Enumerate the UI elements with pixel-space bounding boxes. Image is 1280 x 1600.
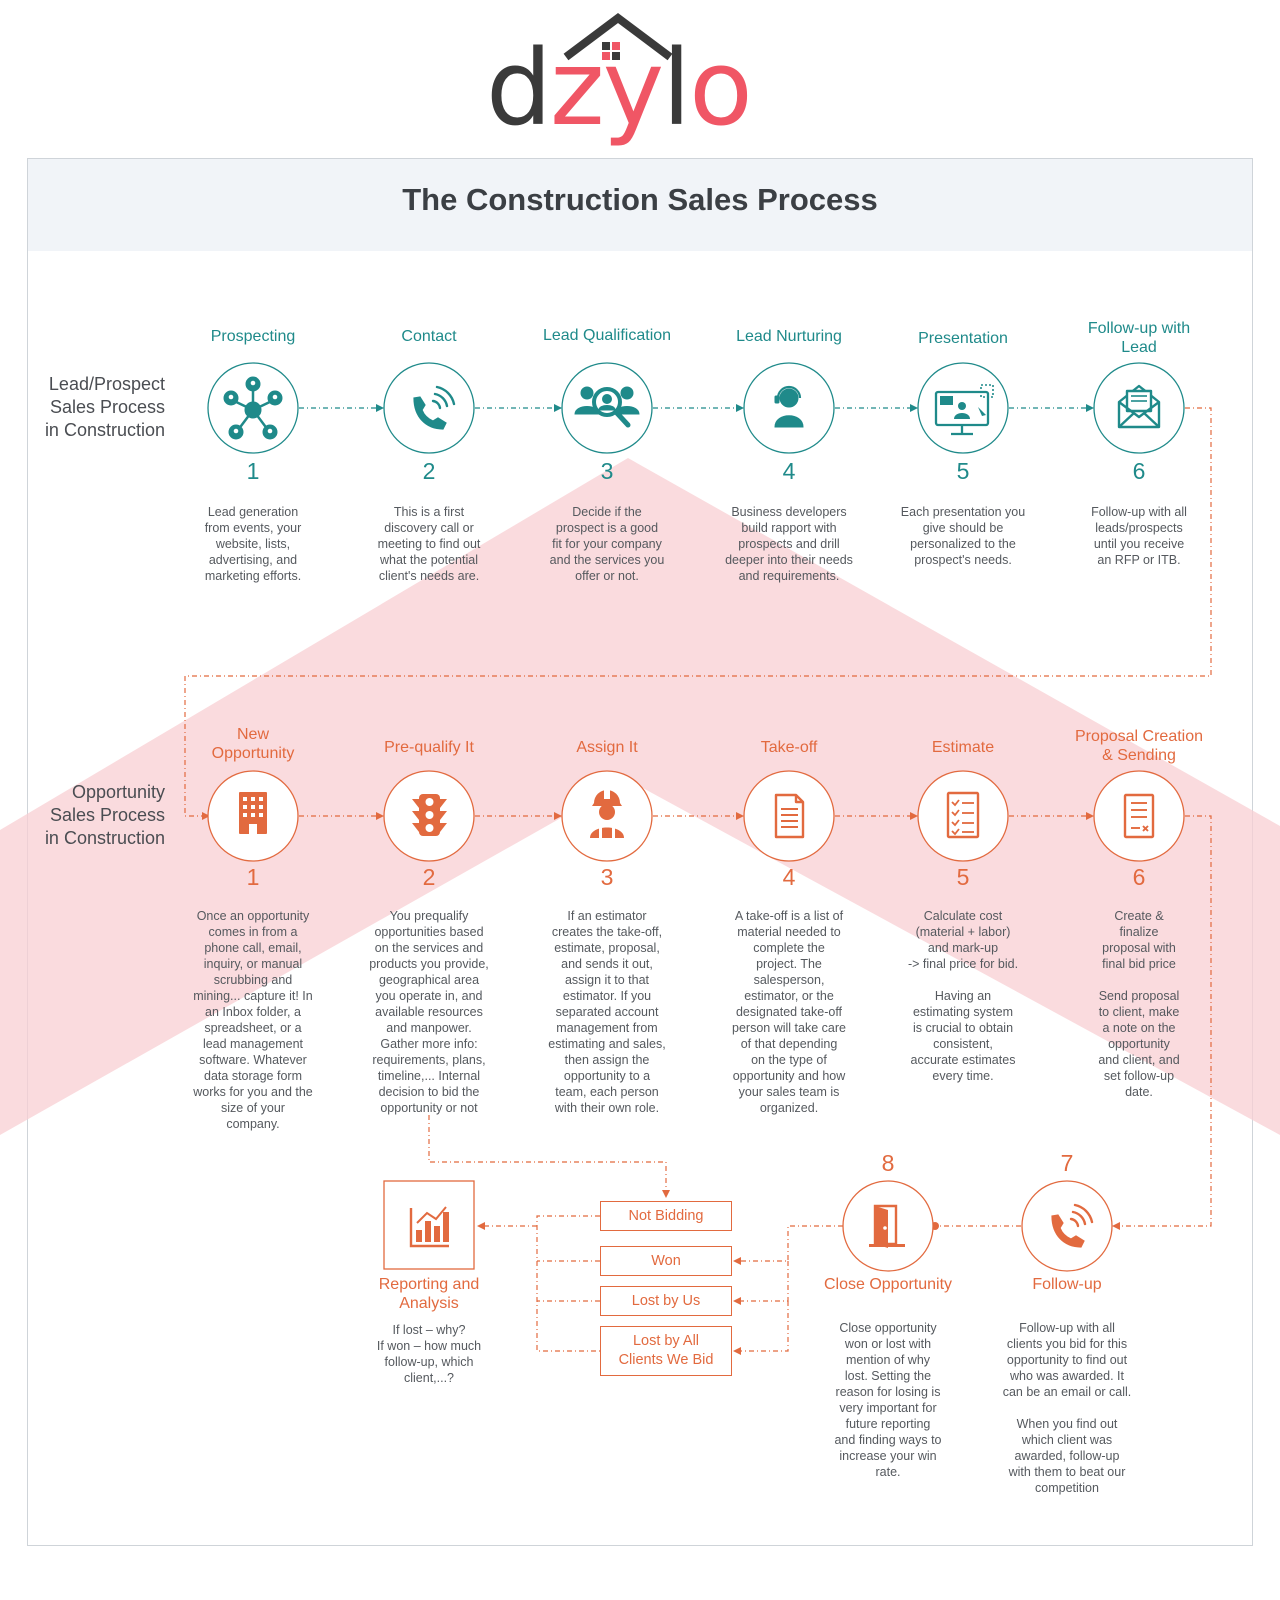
headset-person-icon [774,385,804,428]
lead-step-title: Contact [401,328,457,345]
opportunity-step-title: Estimate [931,739,995,756]
lead-step-number: 4 [782,458,796,484]
opportunity-step-number: 7 [1060,1150,1074,1176]
lead-step-number: 1 [246,458,260,484]
lead-step-number: 6 [1132,458,1146,484]
phone-ringing-icon [413,385,456,430]
reporting-title: Reporting and Analysis [378,1276,480,1312]
opportunity-section-label: Opportunity Sales Process in Constructio… [44,782,165,848]
lead-step-title: Follow-up with Lead [1087,320,1191,356]
opportunity-step-title: Proposal Creation & Sending [1074,728,1204,764]
logo-roof-square [602,42,610,50]
lead-step-description: Decide if the prospect is a good fit for… [549,505,665,583]
lead-step-description: Lead generation from events, your websit… [204,505,302,583]
opportunity-step-description: Once an opportunity comes in from a phon… [193,909,313,1131]
opportunity-step-number: 5 [956,864,970,890]
opportunity-step-number: 6 [1132,864,1146,890]
connector-prequalify-notbidding [428,1115,670,1198]
construction-worker-icon [590,790,624,838]
group-search-icon [574,386,640,428]
outcome-lost-by-all: Lost by All Clients We Bid [600,1326,732,1376]
logo-roof-square [612,52,620,60]
traffic-light-icon [412,794,447,836]
opportunity-step-title: Follow-up [1032,1276,1102,1293]
connector-close-lostbyall [733,1301,789,1355]
proposal-document-icon [1123,793,1155,839]
opportunity-step-description: Close opportunity won or lost with menti… [834,1321,942,1479]
opportunity-step-description: A take-off is a list of material needed … [732,909,846,1115]
opportunity-step-number: 2 [422,864,436,890]
envelope-letter-icon [1117,384,1161,429]
logo-roof-square [612,42,620,50]
connector-notbidding-reporting [536,1215,600,1352]
opportunity-step-title: New Opportunity [211,726,295,762]
logo-letter-zy: zy [550,27,662,146]
building-icon [239,792,267,834]
lead-section-label: Lead/Prospect Sales Process in Construct… [44,374,165,440]
door-icon [869,1204,905,1248]
phone-ringing-icon [1051,1203,1094,1248]
opportunity-connectors [299,812,1212,1355]
lead-step-title: Prospecting [210,328,296,345]
opportunity-step-number: 3 [600,864,614,890]
lead-step-number: 5 [956,458,970,484]
connector-o6-o7 [1112,815,1212,1230]
logo-letter-d: d [490,27,550,146]
lead-step-description: Business developers build rapport with p… [725,505,853,583]
connector-close-lostbyus [733,1261,789,1305]
lead-step-title: Lead Qualification [542,327,672,344]
opportunity-step-description: You prequalify opportunities based on th… [369,909,489,1115]
lead-step-description: This is a first discovery call or meetin… [377,505,481,583]
lead-step-number: 2 [422,458,436,484]
document-icon [774,793,805,839]
lead-step-description: Follow-up with all leads/prospects until… [1091,505,1187,567]
logo-letter-o: o [689,27,751,146]
lead-step-title: Lead Nurturing [736,328,842,345]
opportunity-step-number: 8 [881,1150,895,1176]
opportunity-step-number: 1 [246,864,260,890]
logo-roof [563,13,673,61]
reporting-description: If lost – why? If won – how much follow-… [376,1323,482,1385]
opportunity-step-description: Follow-up with all clients you bid for t… [1002,1321,1132,1495]
opportunity-step-number: 4 [782,864,796,890]
logo-letter-l: l [662,27,689,146]
section-transition-connector [184,407,1212,820]
outcome-lost-by-us: Lost by Us [600,1286,732,1316]
opportunity-step-description: Calculate cost (material + labor) and ma… [907,909,1019,1083]
opportunity-step-title: Assign It [576,739,638,756]
outcome-won: Won [600,1246,732,1276]
opportunity-step-title: Pre-qualify It [384,739,474,756]
opportunity-step-description: If an estimator creates the take-off, es… [548,909,666,1115]
lead-step-description: Each presentation you give should be per… [900,505,1026,567]
network-people-icon [223,376,283,440]
logo-text: dzylo [490,27,751,146]
opportunity-step-title: Take-off [760,739,818,756]
outcome-not-bidding: Not Bidding [600,1201,732,1231]
header-band [28,159,1252,251]
connector-close-won [733,1225,843,1265]
checklist-icon [946,791,980,839]
lead-step-title: Presentation [918,330,1008,347]
bar-chart-icon [409,1206,449,1248]
lead-step-number: 3 [600,458,614,484]
monitor-presentation-icon [934,384,994,436]
opportunity-step-description: Create & finalize proposal with final bi… [1098,909,1180,1099]
page-title: The Construction Sales Process [402,182,878,217]
logo-roof-square [602,52,610,60]
dzylo-logo: dzylo [490,13,753,146]
opportunity-step-title: Close Opportunity [823,1276,953,1293]
